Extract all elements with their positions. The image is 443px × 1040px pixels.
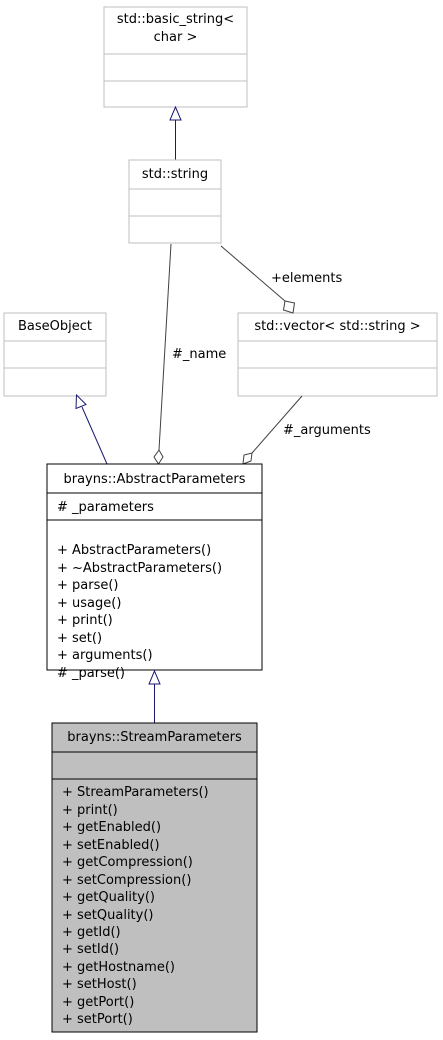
method-item: + StreamParameters(): [62, 785, 209, 800]
method-item: + usage(): [57, 596, 121, 611]
method-item: + setQuality(): [62, 908, 154, 923]
method-item: + print(): [62, 803, 118, 818]
edge-label-elements: +elements: [271, 271, 342, 286]
method-item: + setPort(): [62, 1012, 133, 1027]
method-item: + AbstractParameters(): [57, 543, 211, 558]
class-stream-parameters[interactable]: brayns::StreamParameters + StreamParamet…: [51, 722, 258, 1033]
association-elements: +elements: [220, 245, 342, 314]
class-basic-string[interactable]: std::basic_string< char >: [103, 6, 248, 108]
inheritance-stream-abstract: [148, 669, 161, 723]
class-title: BaseObject: [18, 319, 92, 334]
class-std-string[interactable]: std::string: [128, 159, 222, 244]
edge-label-arguments: #_arguments: [283, 423, 371, 438]
class-vector-string[interactable]: std::vector< std::string >: [237, 312, 438, 397]
class-title: std::vector< std::string >: [254, 319, 420, 334]
method-item: + setCompression(): [62, 873, 191, 888]
method-item: + print(): [57, 613, 113, 628]
method-item: + getHostname(): [62, 960, 175, 975]
method-item: + getEnabled(): [62, 820, 161, 835]
method-item: + getCompression(): [62, 855, 193, 870]
association-arguments: #_arguments: [242, 395, 371, 465]
method-item: + getPort(): [62, 995, 134, 1010]
class-base-object[interactable]: BaseObject: [3, 312, 107, 397]
method-item: + set(): [57, 631, 102, 646]
method-item: + setHost(): [62, 977, 137, 992]
class-title-line2: char >: [154, 30, 198, 45]
inheritance-string-basic-string: [169, 105, 182, 160]
edge-label-name: #_name: [172, 347, 226, 362]
association-name: #_name: [153, 243, 226, 465]
method-item: + getQuality(): [62, 890, 155, 905]
method-item: + setEnabled(): [62, 838, 160, 853]
method-item: + setId(): [62, 942, 119, 957]
method-item: + parse(): [57, 578, 119, 593]
class-title-line1: std::basic_string<: [117, 12, 234, 27]
attribute-item: # _parameters: [57, 500, 154, 515]
method-item: + getId(): [62, 925, 121, 940]
method-item: # _parse(): [57, 666, 125, 681]
class-title: std::string: [142, 167, 208, 182]
inheritance-abstract-base-object: [75, 393, 108, 465]
method-item: + arguments(): [57, 648, 153, 663]
class-abstract-parameters[interactable]: brayns::AbstractParameters # _parameters…: [46, 463, 263, 681]
method-item: + ~AbstractParameters(): [57, 561, 222, 576]
class-title: brayns::AbstractParameters: [63, 472, 245, 487]
class-title: brayns::StreamParameters: [67, 730, 242, 745]
